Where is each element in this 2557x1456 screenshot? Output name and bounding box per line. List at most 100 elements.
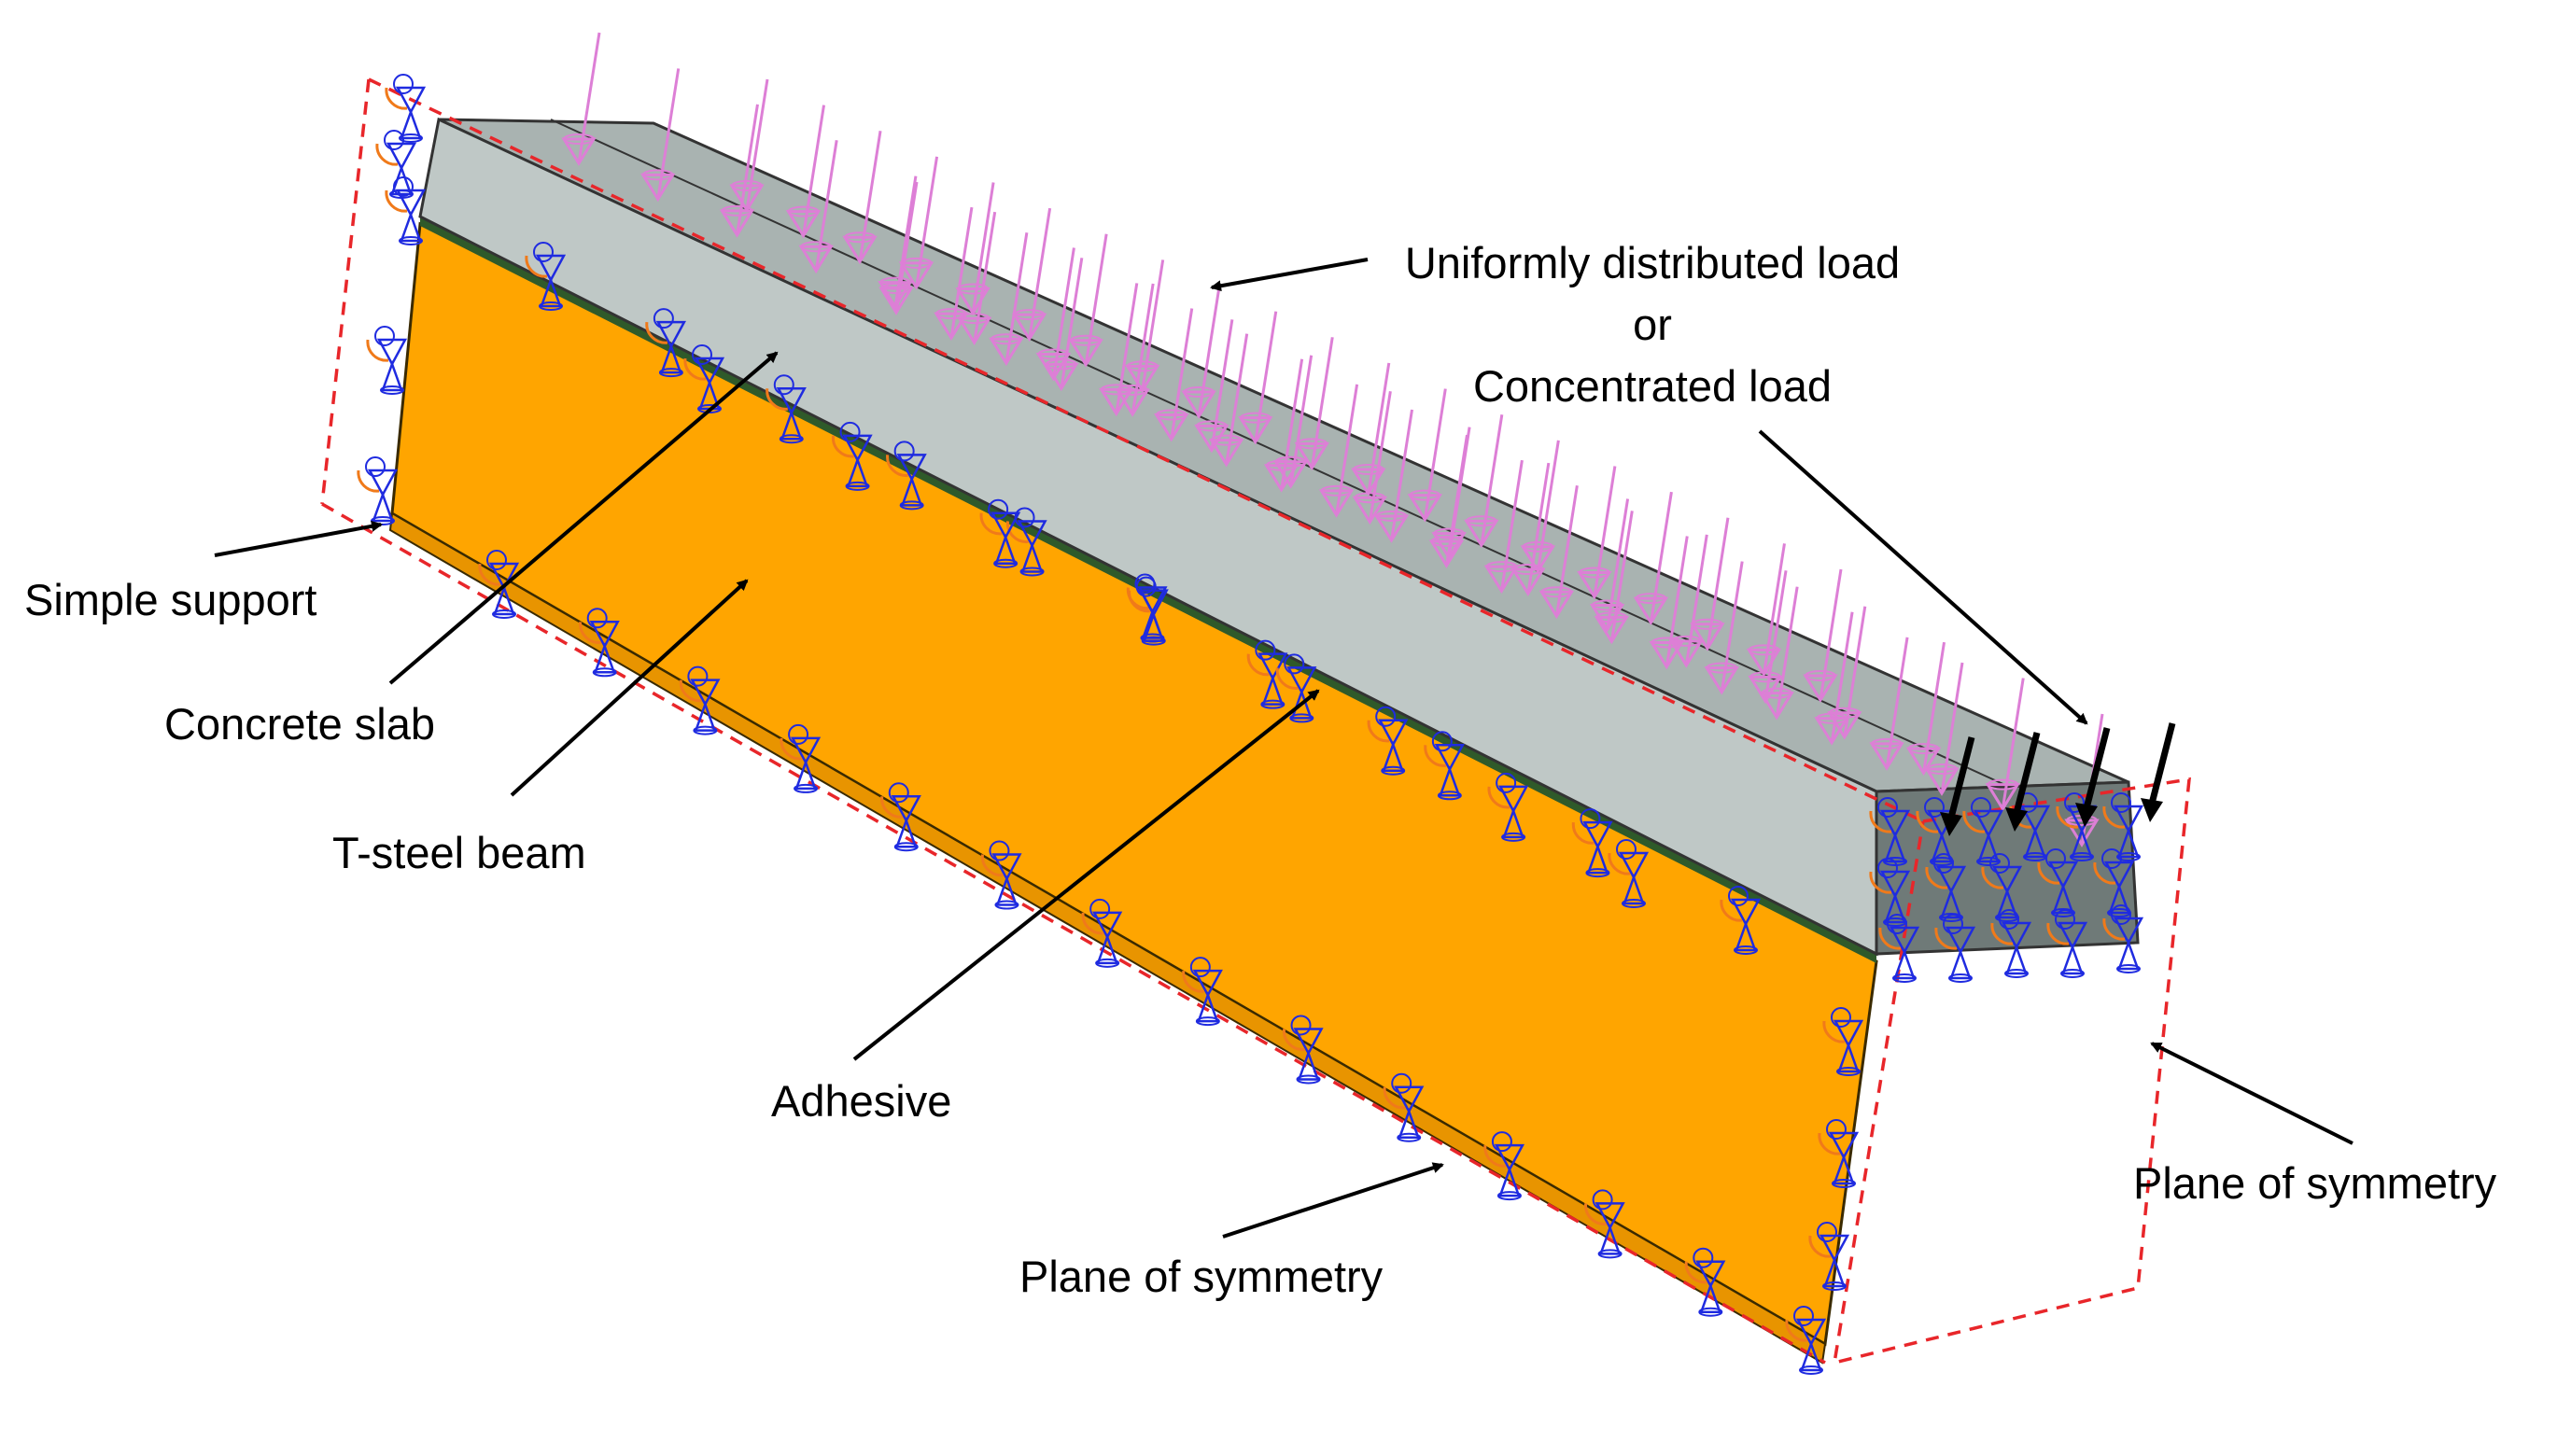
label-plane-of-symmetry-right: Plane of symmetry xyxy=(2133,1158,2497,1208)
pressure-load-arrow-icon xyxy=(1668,534,1708,668)
boundary-condition-symbol-icon xyxy=(1275,653,1317,723)
pressure-load-arrow-icon xyxy=(842,131,882,265)
pressure-load-arrow-icon xyxy=(878,175,918,310)
pressure-load-arrow-icon xyxy=(989,231,1029,367)
pressure-load-arrow-icon xyxy=(1594,511,1634,645)
boundary-condition-symbol-icon xyxy=(1424,731,1465,801)
pressure-load-arrow-icon xyxy=(1044,258,1084,392)
boundary-condition-symbol-icon xyxy=(1584,1189,1625,1259)
boundary-condition-symbol-icon xyxy=(2102,904,2144,973)
pressure-load-arrow-icon xyxy=(1428,434,1468,568)
pressure-load-arrow-icon xyxy=(1068,233,1108,368)
pressure-load-arrow-icon xyxy=(1124,259,1165,394)
boundary-condition-symbol-icon xyxy=(1246,639,1288,709)
pressure-load-arrow-icon xyxy=(719,104,759,238)
boundary-condition-symbol-icon xyxy=(832,421,873,491)
symmetry-plane-top xyxy=(368,77,1924,823)
arrow-adhesive xyxy=(852,689,1320,1061)
boundary-condition-symbol-icon xyxy=(385,176,427,245)
boundary-condition-symbol-icon xyxy=(1282,1015,1324,1085)
boundary-condition-symbol-icon xyxy=(1822,1007,1864,1076)
boundary-condition-symbol-icon xyxy=(679,665,721,735)
label-load-line1: Uniformly distributed load xyxy=(1404,238,1901,287)
pressure-load-arrow-icon xyxy=(1351,362,1391,497)
boundary-condition-symbol-icon xyxy=(1487,772,1529,842)
arrow-concrete-slab xyxy=(388,351,779,685)
pressure-load-arrow-icon xyxy=(1869,637,1909,771)
concentrated-load-arrow-icon xyxy=(2141,722,2176,822)
label-t-steel-beam: T-steel beam xyxy=(332,828,586,877)
arrow-t-steel xyxy=(510,579,749,797)
pressure-load-arrow-icon xyxy=(1520,440,1560,574)
pressure-load-arrow-icon xyxy=(1759,586,1799,721)
boundary-condition-symbol-icon xyxy=(886,441,927,511)
boundary-condition-symbol-icon xyxy=(2102,792,2144,861)
boundary-condition-symbol-icon xyxy=(525,242,567,311)
boundary-condition-symbol-icon xyxy=(1808,1222,1850,1291)
boundary-condition-symbol-icon xyxy=(375,130,417,199)
boundary-condition-symbol-icon xyxy=(1608,839,1650,908)
boundary-condition-symbol-icon xyxy=(2037,848,2079,917)
boundary-condition-symbol-icon xyxy=(645,308,686,378)
boundary-condition-symbol-icon xyxy=(1818,1119,1860,1188)
pressure-load-arrow-icon xyxy=(1181,285,1221,419)
boundary-condition-symbol-icon xyxy=(1990,909,2032,978)
pressure-load-arrow-icon xyxy=(1318,384,1359,518)
pressure-load-arrow-icon xyxy=(729,78,769,213)
distributed-load-arrows xyxy=(561,32,2104,847)
symmetry-plane-right xyxy=(1832,777,2191,1365)
pressure-load-arrow-icon xyxy=(1154,308,1194,442)
pressure-load-arrow-icon xyxy=(1294,337,1334,471)
label-load-line2: or xyxy=(1633,300,1672,349)
boundary-condition-symbol-icon xyxy=(1571,808,1613,878)
label-concrete-slab: Concrete slab xyxy=(164,699,435,749)
boundary-condition-symbols xyxy=(357,74,2144,1375)
boundary-condition-symbol-icon xyxy=(1383,1072,1425,1142)
boundary-condition-symbol-icon xyxy=(357,456,399,525)
pressure-load-arrow-icon xyxy=(1746,543,1786,678)
pressure-load-arrow-icon xyxy=(1690,517,1730,651)
pressure-load-arrow-icon xyxy=(878,181,919,315)
annotation-arrows xyxy=(214,258,2353,1239)
pressure-load-arrow-icon xyxy=(1985,678,2025,812)
boundary-condition-symbol-icon xyxy=(1684,1247,1726,1317)
pressure-load-arrow-icon xyxy=(898,156,939,290)
arrow-symmetry-right xyxy=(2150,1042,2353,1145)
pressure-load-arrow-icon xyxy=(1704,561,1744,695)
boundary-condition-symbol-icon xyxy=(1720,886,1762,955)
boundary-condition-symbol-icon xyxy=(780,723,822,793)
symmetry-plane-bottom xyxy=(321,502,1826,1365)
boundary-condition-symbol-icon xyxy=(880,782,921,852)
concentrated-load-arrow-icon xyxy=(2075,727,2111,827)
boundary-condition-symbol-icon xyxy=(1878,914,1920,983)
arrow-symmetry-bottom xyxy=(1222,1162,1444,1239)
boundary-condition-symbol-icon xyxy=(1785,1306,1827,1375)
pressure-load-arrow-icon xyxy=(1208,333,1249,468)
label-plane-of-symmetry-bottom: Plane of symmetry xyxy=(1019,1252,1384,1301)
pressure-load-arrow-icon xyxy=(1238,311,1278,445)
pressure-load-arrow-icon xyxy=(1194,319,1234,454)
pressure-load-arrow-icon xyxy=(1373,409,1414,543)
pressure-load-arrow-icon xyxy=(934,206,974,341)
boundary-condition-symbol-icon xyxy=(980,840,1022,910)
pressure-load-arrow-icon xyxy=(1538,485,1579,620)
pressure-load-arrow-icon xyxy=(1263,358,1304,493)
arrow-simple-support xyxy=(214,520,383,557)
boundary-condition-symbol-icon xyxy=(2093,848,2135,917)
pressure-load-arrow-icon xyxy=(640,68,681,203)
pressure-load-arrow-icon xyxy=(785,105,826,239)
boundary-condition-symbol-icon xyxy=(579,608,620,678)
boundary-condition-symbol-icon xyxy=(1006,507,1047,577)
pressure-load-arrow-icon xyxy=(1905,641,1946,777)
boundary-condition-symbol-icon xyxy=(1367,706,1409,776)
boundary-condition-symbol-icon xyxy=(2046,909,2088,978)
boundary-condition-symbol-icon xyxy=(1081,898,1123,968)
pressure-load-arrow-icon xyxy=(1407,388,1447,523)
pressure-load-arrow-icon xyxy=(1464,413,1504,549)
pressure-load-arrow-icon xyxy=(798,140,838,274)
boundary-condition-symbol-icon xyxy=(366,326,408,395)
boundary-condition-symbol-icon xyxy=(1483,1131,1525,1201)
label-simple-support: Simple support xyxy=(24,575,317,624)
